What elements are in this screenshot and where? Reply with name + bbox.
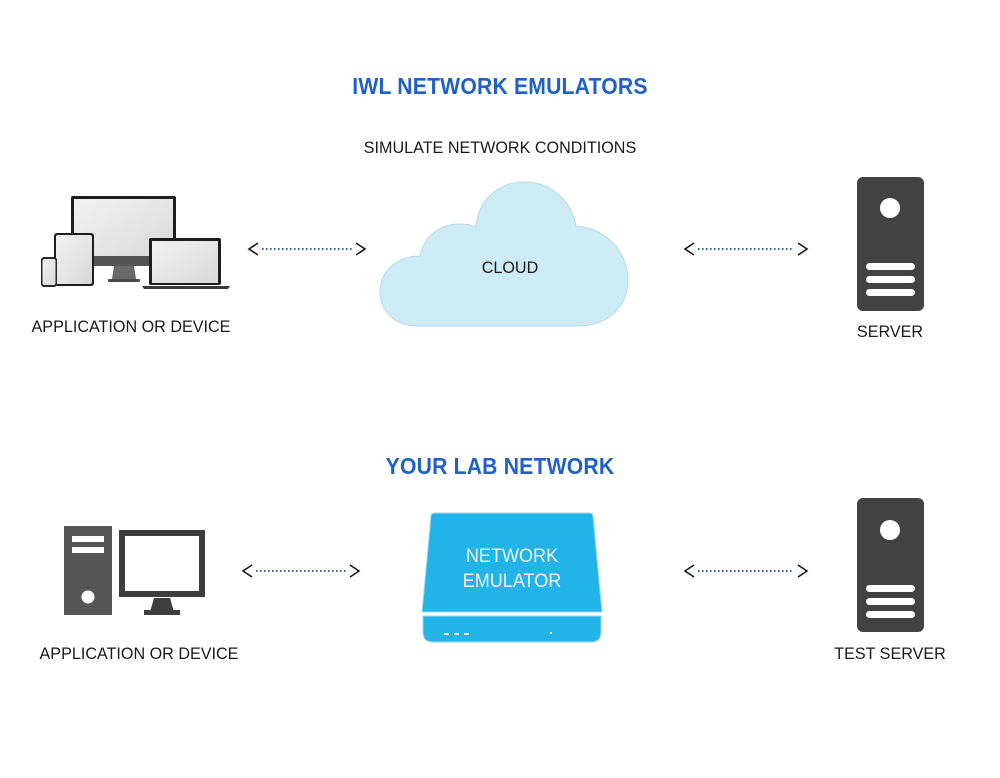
network-emulator-icon [421, 512, 603, 644]
bidirectional-arrow-icon [682, 240, 810, 258]
top-section-subtitle: SIMULATE NETWORK CONDITIONS [363, 138, 637, 157]
top-section-title: IWL NETWORK EMULATORS [352, 73, 648, 99]
bidirectional-arrow-icon [246, 240, 368, 258]
network-emulator-label-line1: NETWORK [465, 546, 559, 567]
bidirectional-arrow-icon [240, 562, 362, 580]
cloud-icon [378, 180, 630, 330]
network-emulator-label-line2: EMULATOR [462, 571, 562, 592]
desktop-computer-icon [64, 526, 206, 616]
server-icon [857, 177, 924, 311]
test-server-icon [857, 498, 924, 632]
server-label: SERVER [856, 322, 924, 341]
cloud-label: CLOUD [481, 258, 539, 277]
devices-icon [38, 193, 233, 291]
bottom-left-label: APPLICATION OR DEVICE [39, 644, 239, 663]
test-server-label: TEST SERVER [834, 644, 946, 663]
bidirectional-arrow-icon [682, 562, 810, 580]
top-left-label: APPLICATION OR DEVICE [31, 317, 231, 336]
network-emulator-label: NETWORK EMULATOR [436, 544, 588, 594]
bottom-section-title: YOUR LAB NETWORK [385, 453, 615, 479]
